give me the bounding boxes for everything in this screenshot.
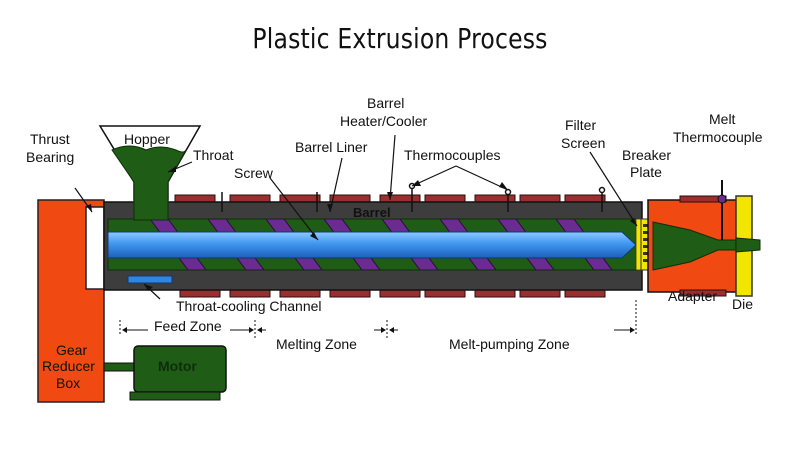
adapter-heater-bottom [679, 289, 727, 297]
label-feed-zone: Feed Zone [154, 318, 222, 334]
die-exit [735, 237, 761, 253]
breaker-plate-holes [643, 224, 651, 262]
heater-bands-bottom [179, 289, 606, 298]
label-barrel-heater-2: Heater/Cooler [340, 113, 428, 129]
label-breaker-plate-2: Plate [630, 164, 662, 180]
label-gear-box-3: Box [56, 375, 81, 391]
thrust-bearing [85, 206, 105, 290]
arrowheads [86, 166, 637, 291]
label-die: Die [732, 296, 754, 312]
motor-base [129, 391, 221, 401]
label-thrust-bearing-1: Thrust [30, 131, 70, 147]
zone-arrowheads [122, 327, 635, 333]
label-barrel-heater-1: Barrel [367, 95, 405, 111]
label-gear-box-2: Reducer [42, 358, 95, 374]
label-barrel: Barrel [353, 205, 391, 220]
label-motor: Motor [158, 358, 197, 374]
label-gear-box-1: Gear [56, 342, 88, 358]
label-filter-screen-2: Screen [561, 135, 606, 151]
label-adapter: Adapter [668, 288, 718, 304]
screw [107, 231, 637, 259]
label-throat-cooling-channel: Throat-cooling Channel [176, 298, 322, 314]
label-melt-thermocouple-2: Thermocouple [673, 129, 763, 145]
barrel-thermocouples [221, 182, 606, 212]
label-screw: Screw [234, 165, 273, 181]
label-filter-screen-1: Filter [565, 117, 597, 133]
label-thrust-bearing-2: Bearing [26, 149, 75, 165]
label-hopper: Hopper [124, 131, 170, 147]
label-melting-zone: Melting Zone [276, 336, 357, 352]
label-barrel-liner: Barrel Liner [295, 139, 368, 155]
filter-screen [635, 218, 642, 271]
label-thermocouples: Thermocouples [404, 147, 501, 163]
label-throat: Throat [193, 147, 234, 163]
diagram-title: Plastic Extrusion Process [252, 22, 548, 55]
melt-thermocouple-tip [717, 194, 727, 204]
label-melt-pumping-zone: Melt-pumping Zone [449, 336, 570, 352]
label-melt-thermocouple-1: Melt [709, 111, 736, 127]
hopper-pellets [111, 145, 187, 221]
motor-shaft [103, 362, 139, 372]
label-breaker-plate-1: Breaker [622, 147, 672, 163]
throat-cooling-channel [127, 275, 173, 284]
zone-markers [119, 300, 637, 338]
